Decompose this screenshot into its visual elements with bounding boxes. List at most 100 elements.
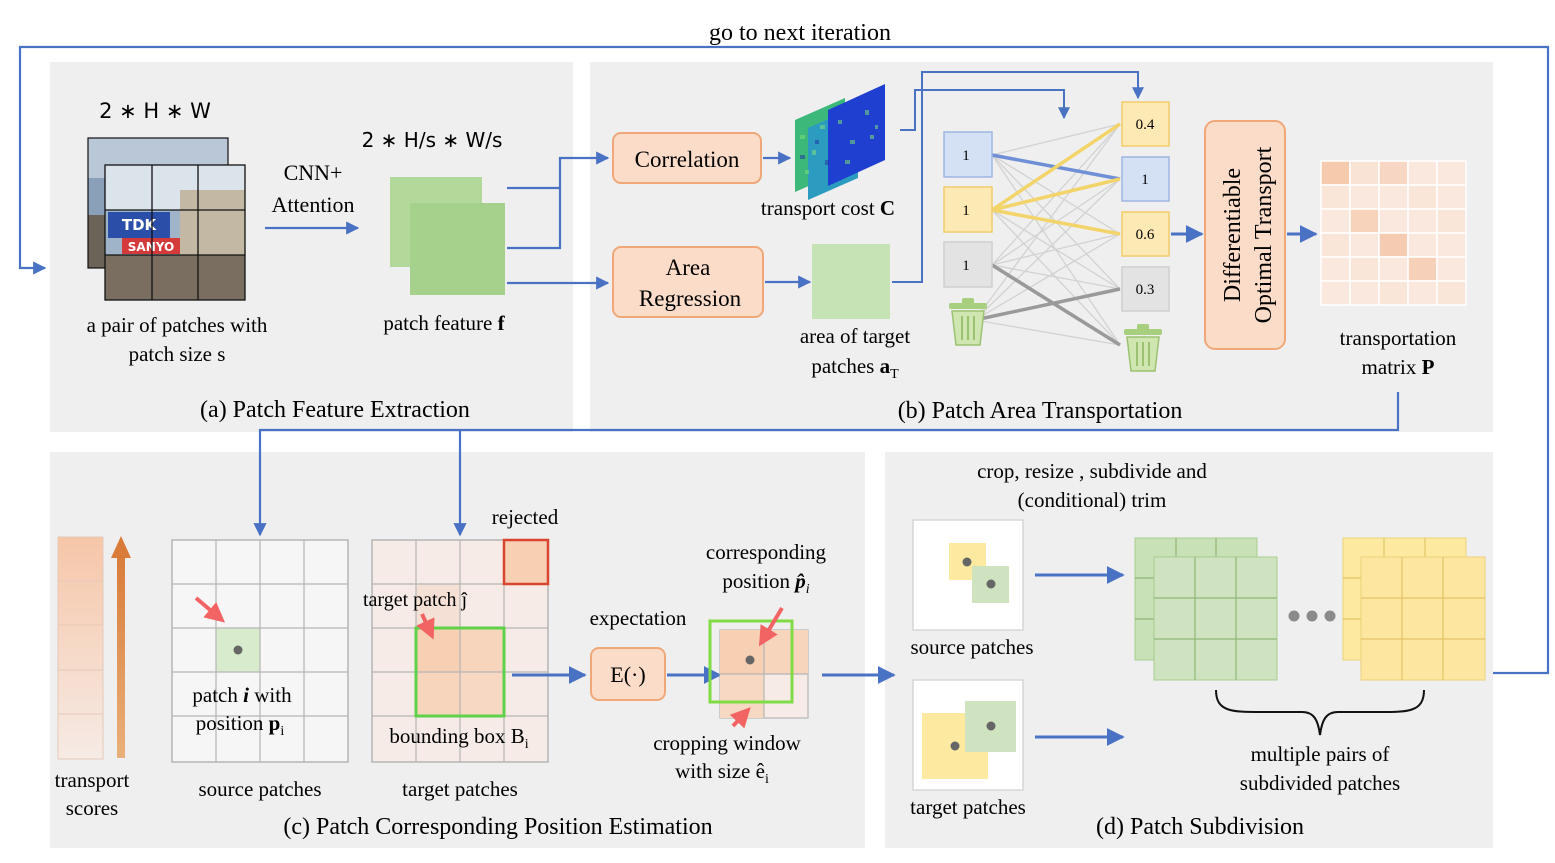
target-node-1-label: 0.4 — [1136, 117, 1155, 133]
transport-cost-text: transport cost — [761, 196, 880, 220]
source-node-2-label: 1 — [962, 203, 970, 219]
matrix-cell — [1349, 184, 1380, 210]
optimal-transport-label-2: Optimal Transport — [1251, 146, 1277, 323]
matrix-cell — [1349, 280, 1380, 306]
ellipsis-dots — [1288, 610, 1336, 622]
position-pointer — [758, 606, 784, 647]
matrix-cell — [1407, 160, 1438, 186]
patch-i-label: patch i with — [192, 683, 292, 707]
matrix-cell — [1436, 160, 1467, 186]
next-iteration-loop — [18, 45, 1550, 675]
patch-i-text-2: with — [249, 683, 292, 707]
corr-symbol: p̂ — [793, 569, 806, 593]
cost-to-graph-arrow — [900, 89, 1070, 131]
source-node-3-label: 1 — [962, 258, 970, 274]
source-patches-thumbnail — [912, 519, 1024, 631]
matrix-caption-1: transportation — [1340, 326, 1457, 350]
target-node-4-label: 0.3 — [1136, 282, 1155, 298]
input-caption-1: a pair of patches with — [87, 313, 268, 337]
feature-map-front — [410, 203, 505, 295]
patch-i-text: patch — [192, 683, 243, 707]
crop-label-1: cropping window — [653, 731, 801, 755]
optimal-transport-box — [1204, 120, 1286, 350]
transport-cost-heatmap — [795, 84, 885, 200]
matrix-symbol: P — [1422, 355, 1435, 379]
cnn-label-2: Attention — [271, 192, 354, 217]
trash-icon-source — [949, 298, 987, 346]
target-patch-pointer — [416, 613, 435, 640]
target-patch-label: target patch ĵ — [363, 589, 467, 611]
source-patches-grid — [171, 539, 349, 763]
area-regression-label-2: Regression — [639, 286, 742, 311]
target-patches-caption-d: target patches — [910, 795, 1026, 819]
target-area-text: patches — [811, 354, 879, 378]
target-node-4 — [1121, 266, 1170, 312]
matrix-cell — [1378, 280, 1409, 306]
scores-label-1: transport — [55, 768, 130, 792]
corr-text: position — [722, 569, 795, 593]
corr-label-2: position p̂i — [722, 569, 809, 597]
target-patches-grid — [371, 538, 550, 763]
trash-icon-target — [1124, 324, 1162, 372]
source-patch-pointer — [194, 596, 226, 623]
panel-d-caption: (d) Patch Subdivision — [1096, 814, 1304, 840]
transport-cost-caption: transport cost C — [761, 196, 895, 220]
matrix-cell — [1378, 232, 1409, 258]
feature-caption: patch feature f — [383, 311, 505, 335]
feature-dims: 2 ∗ H/s ∗ W/s — [362, 128, 503, 152]
matrix-cell — [1407, 184, 1438, 210]
input-caption-2: patch size s — [129, 342, 226, 366]
matrix-cell — [1436, 208, 1467, 234]
bbox-label: bounding box Bi — [389, 724, 528, 752]
matrix-caption-text: matrix — [1362, 355, 1422, 379]
source-node-2 — [943, 186, 993, 233]
edge-yellow-2 — [991, 177, 1121, 212]
crop-pointer — [729, 707, 751, 729]
matrix-cell — [1436, 232, 1467, 258]
feature-to-correlation-arrow — [507, 151, 610, 190]
position-symbol: p — [269, 711, 281, 735]
edge-yellow-3 — [991, 208, 1121, 236]
area-regression-label-1: Area — [666, 255, 711, 280]
matrix-cell — [1320, 280, 1351, 306]
expectation-label: expectation — [590, 606, 687, 630]
matrix-cell — [1378, 184, 1409, 210]
photo-sign-sanyo: SANYO — [128, 240, 174, 254]
area-regression-box — [612, 246, 764, 318]
crop-label-2: with size êi — [675, 759, 769, 787]
target-area-caption-2: patches aT — [811, 354, 899, 382]
target-area-map — [812, 244, 890, 319]
bbox-text: bounding box B — [389, 724, 524, 748]
matrix-cell — [1320, 256, 1351, 282]
matrix-cell — [1407, 280, 1438, 306]
matrix-cell — [1436, 184, 1467, 210]
panel-c-caption: (c) Patch Corresponding Position Estimat… — [283, 814, 712, 840]
matrix-cell — [1349, 256, 1380, 282]
optimal-transport-label-1: Differentiable — [1220, 168, 1246, 302]
expectation-box — [590, 647, 666, 701]
edge-dark-2 — [974, 287, 1121, 322]
position-label: position pi — [196, 711, 285, 739]
feature-symbol: f — [498, 311, 506, 335]
target-patches-caption-c: target patches — [402, 777, 518, 801]
target-area-caption-1: area of target — [800, 324, 911, 348]
subdivide-title-2: (conditional) trim — [1018, 488, 1167, 512]
matrix-cell — [1349, 208, 1380, 234]
correlation-box — [612, 132, 762, 184]
target-area-sub: T — [890, 367, 899, 382]
target-area-symbol: a — [880, 354, 891, 378]
target-node-3 — [1121, 211, 1170, 257]
target-node-2 — [1121, 156, 1170, 202]
matrix-cell — [1378, 160, 1409, 186]
source-node-1 — [943, 131, 993, 178]
crop-text: with size ê — [675, 759, 765, 783]
expectation-op: E(·) — [610, 662, 645, 687]
matrix-cell — [1349, 232, 1380, 258]
input-image-pair: TDK SANYO — [87, 137, 246, 301]
source-patches-caption-d: source patches — [910, 635, 1033, 659]
matrix-cell — [1436, 280, 1467, 306]
yellow-subdivided-stack — [1342, 537, 1486, 681]
target-patches-thumbnail — [912, 679, 1024, 791]
feature-to-correlation-arrow-2 — [507, 188, 562, 250]
